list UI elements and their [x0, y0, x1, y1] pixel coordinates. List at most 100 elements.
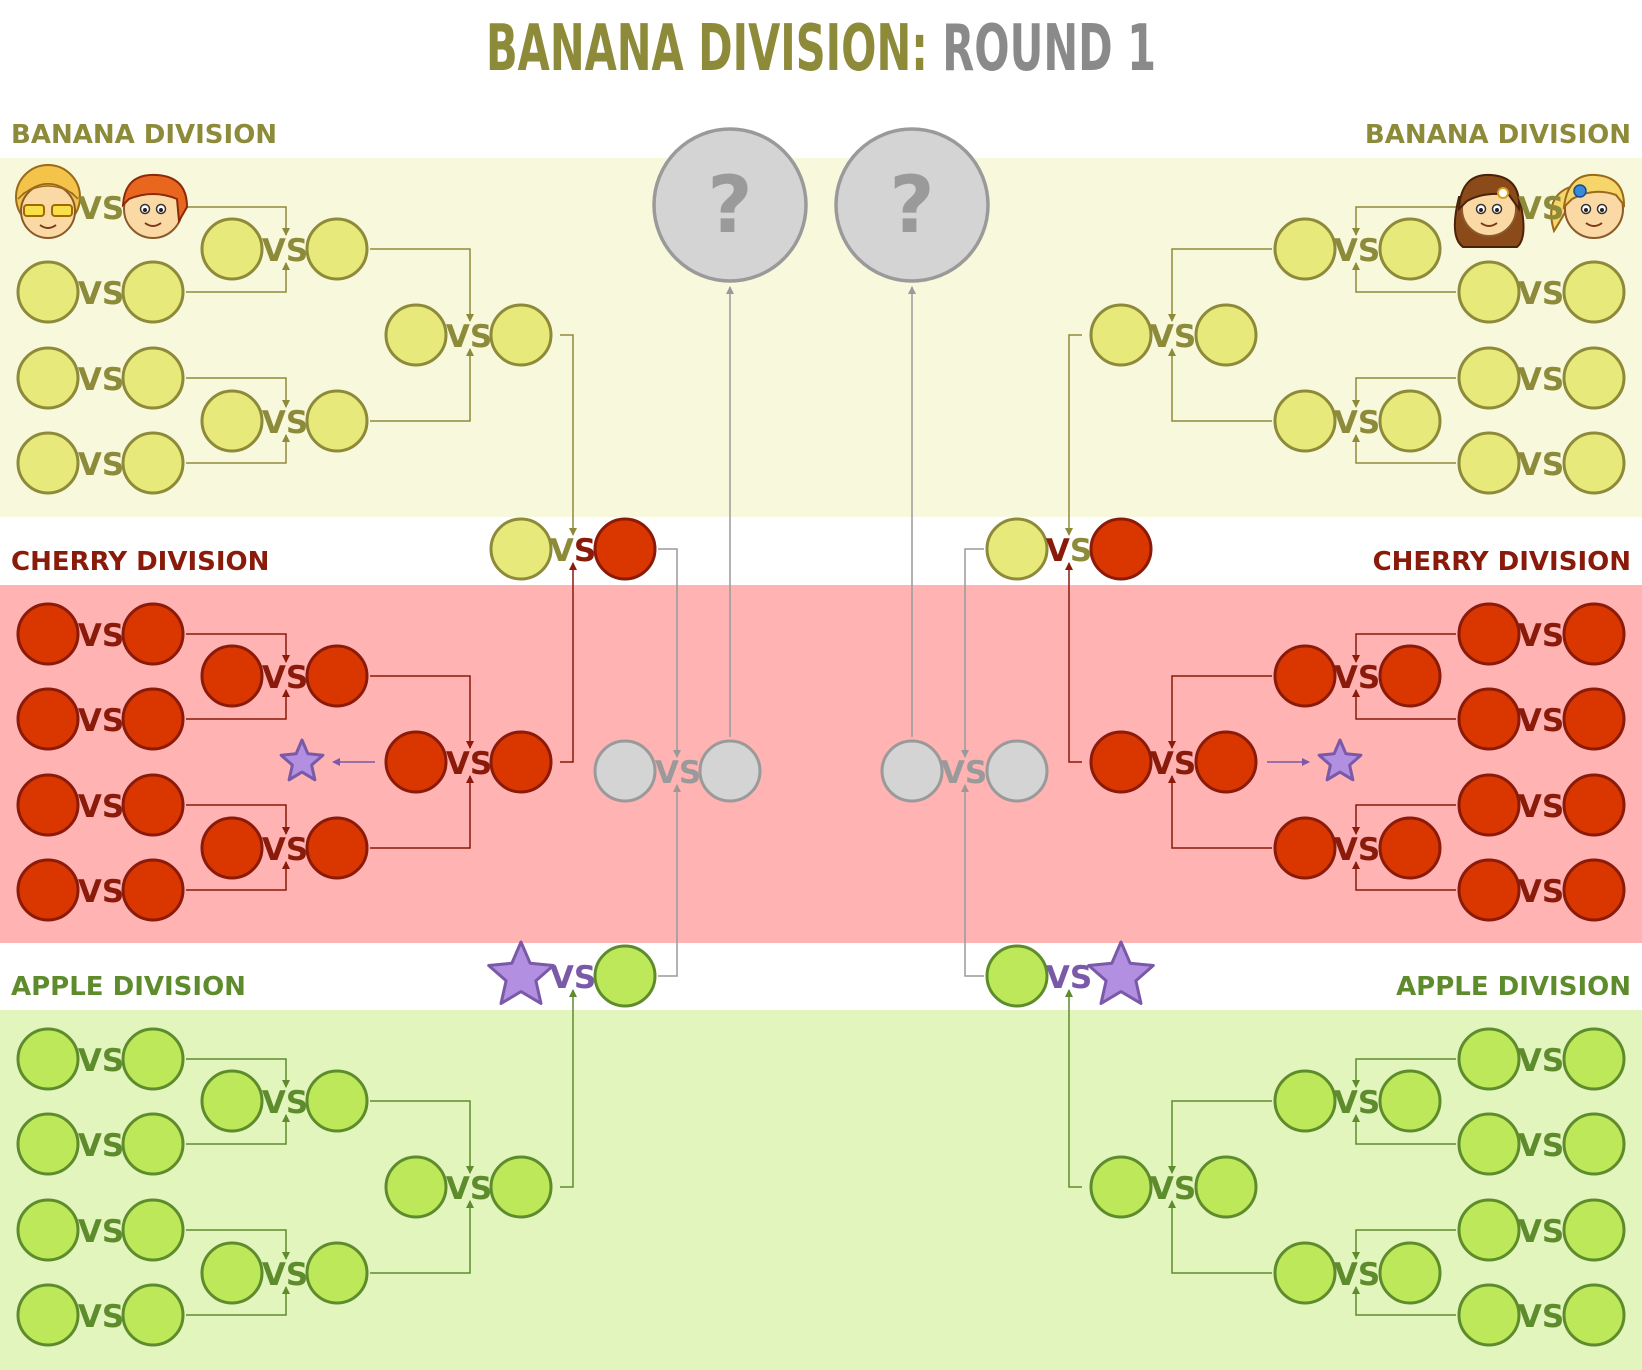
cherry-left-r1-slot[interactable] [16, 773, 80, 837]
cherry-left-r3-slot[interactable] [489, 730, 553, 794]
cherry-left-r1-slot[interactable] [121, 773, 185, 837]
banana-right-r1-slot[interactable] [1457, 346, 1521, 410]
apple-left-r1-slot[interactable] [16, 1112, 80, 1176]
banana-left-r2-slot[interactable] [200, 217, 264, 281]
apple-right-r1-slot[interactable] [1562, 1112, 1626, 1176]
cherry-right-r1-slot[interactable] [1562, 687, 1626, 751]
apple-left-r1-slot[interactable] [16, 1283, 80, 1347]
banana-right-r1-slot[interactable] [1562, 431, 1626, 495]
cherry-right-r3-slot[interactable] [1089, 730, 1153, 794]
finalist-slot[interactable] [834, 127, 990, 283]
cherry-left-r1-slot[interactable] [16, 602, 80, 666]
cherry-right-r1-slot[interactable] [1562, 602, 1626, 666]
apple-left-r1-slot[interactable] [16, 1027, 80, 1091]
banana-left-r3-slot[interactable] [489, 303, 553, 367]
apple-right-r1-slot[interactable] [1562, 1027, 1626, 1091]
cherry-right-r1-slot[interactable] [1562, 773, 1626, 837]
cherry-right-r2-slot[interactable] [1378, 816, 1442, 880]
banana-left-r2-slot[interactable] [305, 217, 369, 281]
semifinal-slot[interactable] [985, 739, 1049, 803]
cherry-left-r2-slot[interactable] [200, 816, 264, 880]
apple-right-r1-slot[interactable] [1457, 1112, 1521, 1176]
banana-right-r1-slot[interactable] [1457, 431, 1521, 495]
crossover-slot[interactable] [985, 517, 1049, 581]
banana-left-r1-slot[interactable] [16, 260, 80, 324]
cherry-right-r1-slot[interactable] [1457, 773, 1521, 837]
orange-haired-boy[interactable] [121, 173, 189, 239]
apple-left-r2-slot[interactable] [305, 1241, 369, 1305]
banana-left-r2-slot[interactable] [305, 389, 369, 453]
brunette-flower-girl[interactable] [1453, 173, 1525, 248]
apple-left-r1-slot[interactable] [121, 1283, 185, 1347]
wildcard-match-slot[interactable] [985, 944, 1049, 1008]
apple-right-r1-slot[interactable] [1457, 1027, 1521, 1091]
apple-division-label-left: APPLE DIVISION [11, 972, 246, 1002]
banana-right-r2-slot[interactable] [1273, 389, 1337, 453]
cherry-left-r3-slot[interactable] [384, 730, 448, 794]
banana-left-r1-slot[interactable] [16, 346, 80, 410]
cherry-left-r2-slot[interactable] [200, 644, 264, 708]
cherry-right-r3-slot[interactable] [1194, 730, 1258, 794]
banana-right-r2-slot[interactable] [1273, 217, 1337, 281]
banana-left-r1-slot[interactable] [121, 346, 185, 410]
finalist-slot[interactable] [652, 127, 808, 283]
banana-left-r2-slot[interactable] [200, 389, 264, 453]
semifinal-slot[interactable] [593, 739, 657, 803]
apple-left-r2-slot[interactable] [200, 1241, 264, 1305]
cherry-right-r1-slot[interactable] [1457, 687, 1521, 751]
bracket-connector [1065, 989, 1082, 1188]
apple-right-r2-slot[interactable] [1273, 1069, 1337, 1133]
apple-left-r1-slot[interactable] [121, 1198, 185, 1262]
vs-label: VS [550, 533, 596, 569]
apple-right-r2-slot[interactable] [1378, 1241, 1442, 1305]
apple-left-r2-slot[interactable] [305, 1069, 369, 1133]
cherry-right-r1-slot[interactable] [1562, 858, 1626, 922]
apple-right-r1-slot[interactable] [1457, 1283, 1521, 1347]
cherry-right-r1-slot[interactable] [1457, 858, 1521, 922]
apple-left-r1-slot[interactable] [121, 1112, 185, 1176]
banana-right-r1-slot[interactable] [1562, 260, 1626, 324]
banana-right-r2-slot[interactable] [1378, 217, 1442, 281]
banana-left-r1-slot[interactable] [121, 431, 185, 495]
cherry-right-r2-slot[interactable] [1378, 644, 1442, 708]
apple-right-r3-slot[interactable] [1089, 1155, 1153, 1219]
crossover-slot[interactable] [593, 517, 657, 581]
apple-right-r2-slot[interactable] [1273, 1241, 1337, 1305]
banana-left-r3-slot[interactable] [384, 303, 448, 367]
cherry-left-r1-slot[interactable] [121, 602, 185, 666]
banana-right-r1-slot[interactable] [1457, 260, 1521, 324]
banana-right-r1-slot[interactable] [1562, 346, 1626, 410]
semifinal-slot[interactable] [698, 739, 762, 803]
banana-right-r2-slot[interactable] [1378, 389, 1442, 453]
crossover-slot[interactable] [489, 517, 553, 581]
cherry-left-r1-slot[interactable] [121, 858, 185, 922]
apple-left-r2-slot[interactable] [200, 1069, 264, 1133]
wildcard-match-slot[interactable] [593, 944, 657, 1008]
apple-right-r2-slot[interactable] [1378, 1069, 1442, 1133]
cherry-left-r2-slot[interactable] [305, 816, 369, 880]
cherry-left-r1-slot[interactable] [121, 687, 185, 751]
blonde-ponytail-girl[interactable] [1550, 173, 1626, 239]
cherry-left-r1-slot[interactable] [16, 858, 80, 922]
banana-right-r3-slot[interactable] [1194, 303, 1258, 367]
cherry-left-r1-slot[interactable] [16, 687, 80, 751]
banana-right-r3-slot[interactable] [1089, 303, 1153, 367]
crossover-slot[interactable] [1089, 517, 1153, 581]
apple-left-r1-slot[interactable] [16, 1198, 80, 1262]
apple-right-r1-slot[interactable] [1562, 1283, 1626, 1347]
apple-right-r1-slot[interactable] [1457, 1198, 1521, 1262]
cherry-right-r1-slot[interactable] [1457, 602, 1521, 666]
cherry-left-r2-slot[interactable] [305, 644, 369, 708]
semifinal-slot[interactable] [880, 739, 944, 803]
banana-left-r1-slot[interactable] [121, 260, 185, 324]
blond-sunglasses-boy[interactable] [15, 164, 81, 239]
apple-right-r3-slot[interactable] [1194, 1155, 1258, 1219]
page-title-main: BANANA DIVISION: [486, 12, 928, 86]
cherry-right-r2-slot[interactable] [1273, 644, 1337, 708]
apple-left-r3-slot[interactable] [384, 1155, 448, 1219]
apple-left-r3-slot[interactable] [489, 1155, 553, 1219]
cherry-right-r2-slot[interactable] [1273, 816, 1337, 880]
apple-right-r1-slot[interactable] [1562, 1198, 1626, 1262]
banana-left-r1-slot[interactable] [16, 431, 80, 495]
apple-left-r1-slot[interactable] [121, 1027, 185, 1091]
